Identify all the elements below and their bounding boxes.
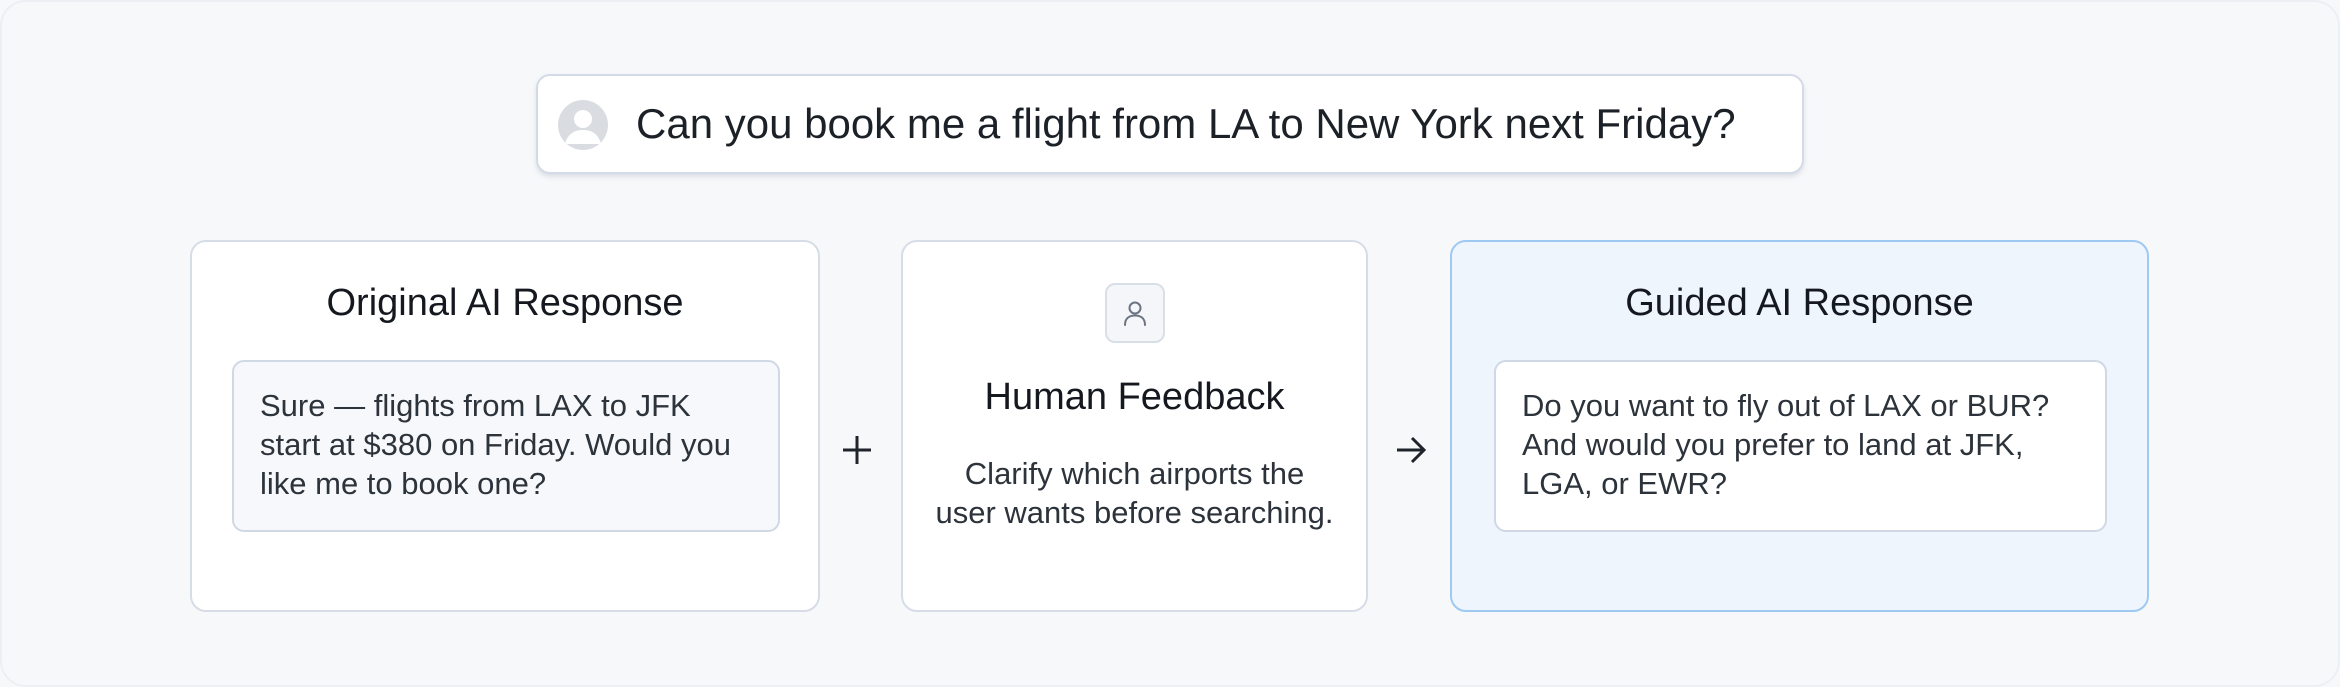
plus-icon [839,432,875,473]
original-response-title: Original AI Response [326,282,684,324]
user-avatar-icon [558,100,608,150]
user-query-text: Can you book me a flight from LA to New … [636,100,1736,147]
original-response-text: Sure — flights from LAX to JFK start at … [232,360,780,532]
human-feedback-title: Human Feedback [984,376,1285,418]
human-feedback-card: Human Feedback Clarify which airports th… [901,240,1368,612]
guided-response-title: Guided AI Response [1625,282,1974,324]
original-response-card: Original AI Response Sure — flights from… [190,240,820,612]
arrow-right-icon [1393,432,1429,473]
guided-response-card: Guided AI Response Do you want to fly ou… [1450,240,2149,612]
guided-response-text: Do you want to fly out of LAX or BUR? An… [1494,360,2107,532]
human-feedback-text: Clarify which airports the user wants be… [935,456,1334,530]
person-icon [1105,283,1165,343]
user-query-bubble: Can you book me a flight from LA to New … [536,74,1804,174]
